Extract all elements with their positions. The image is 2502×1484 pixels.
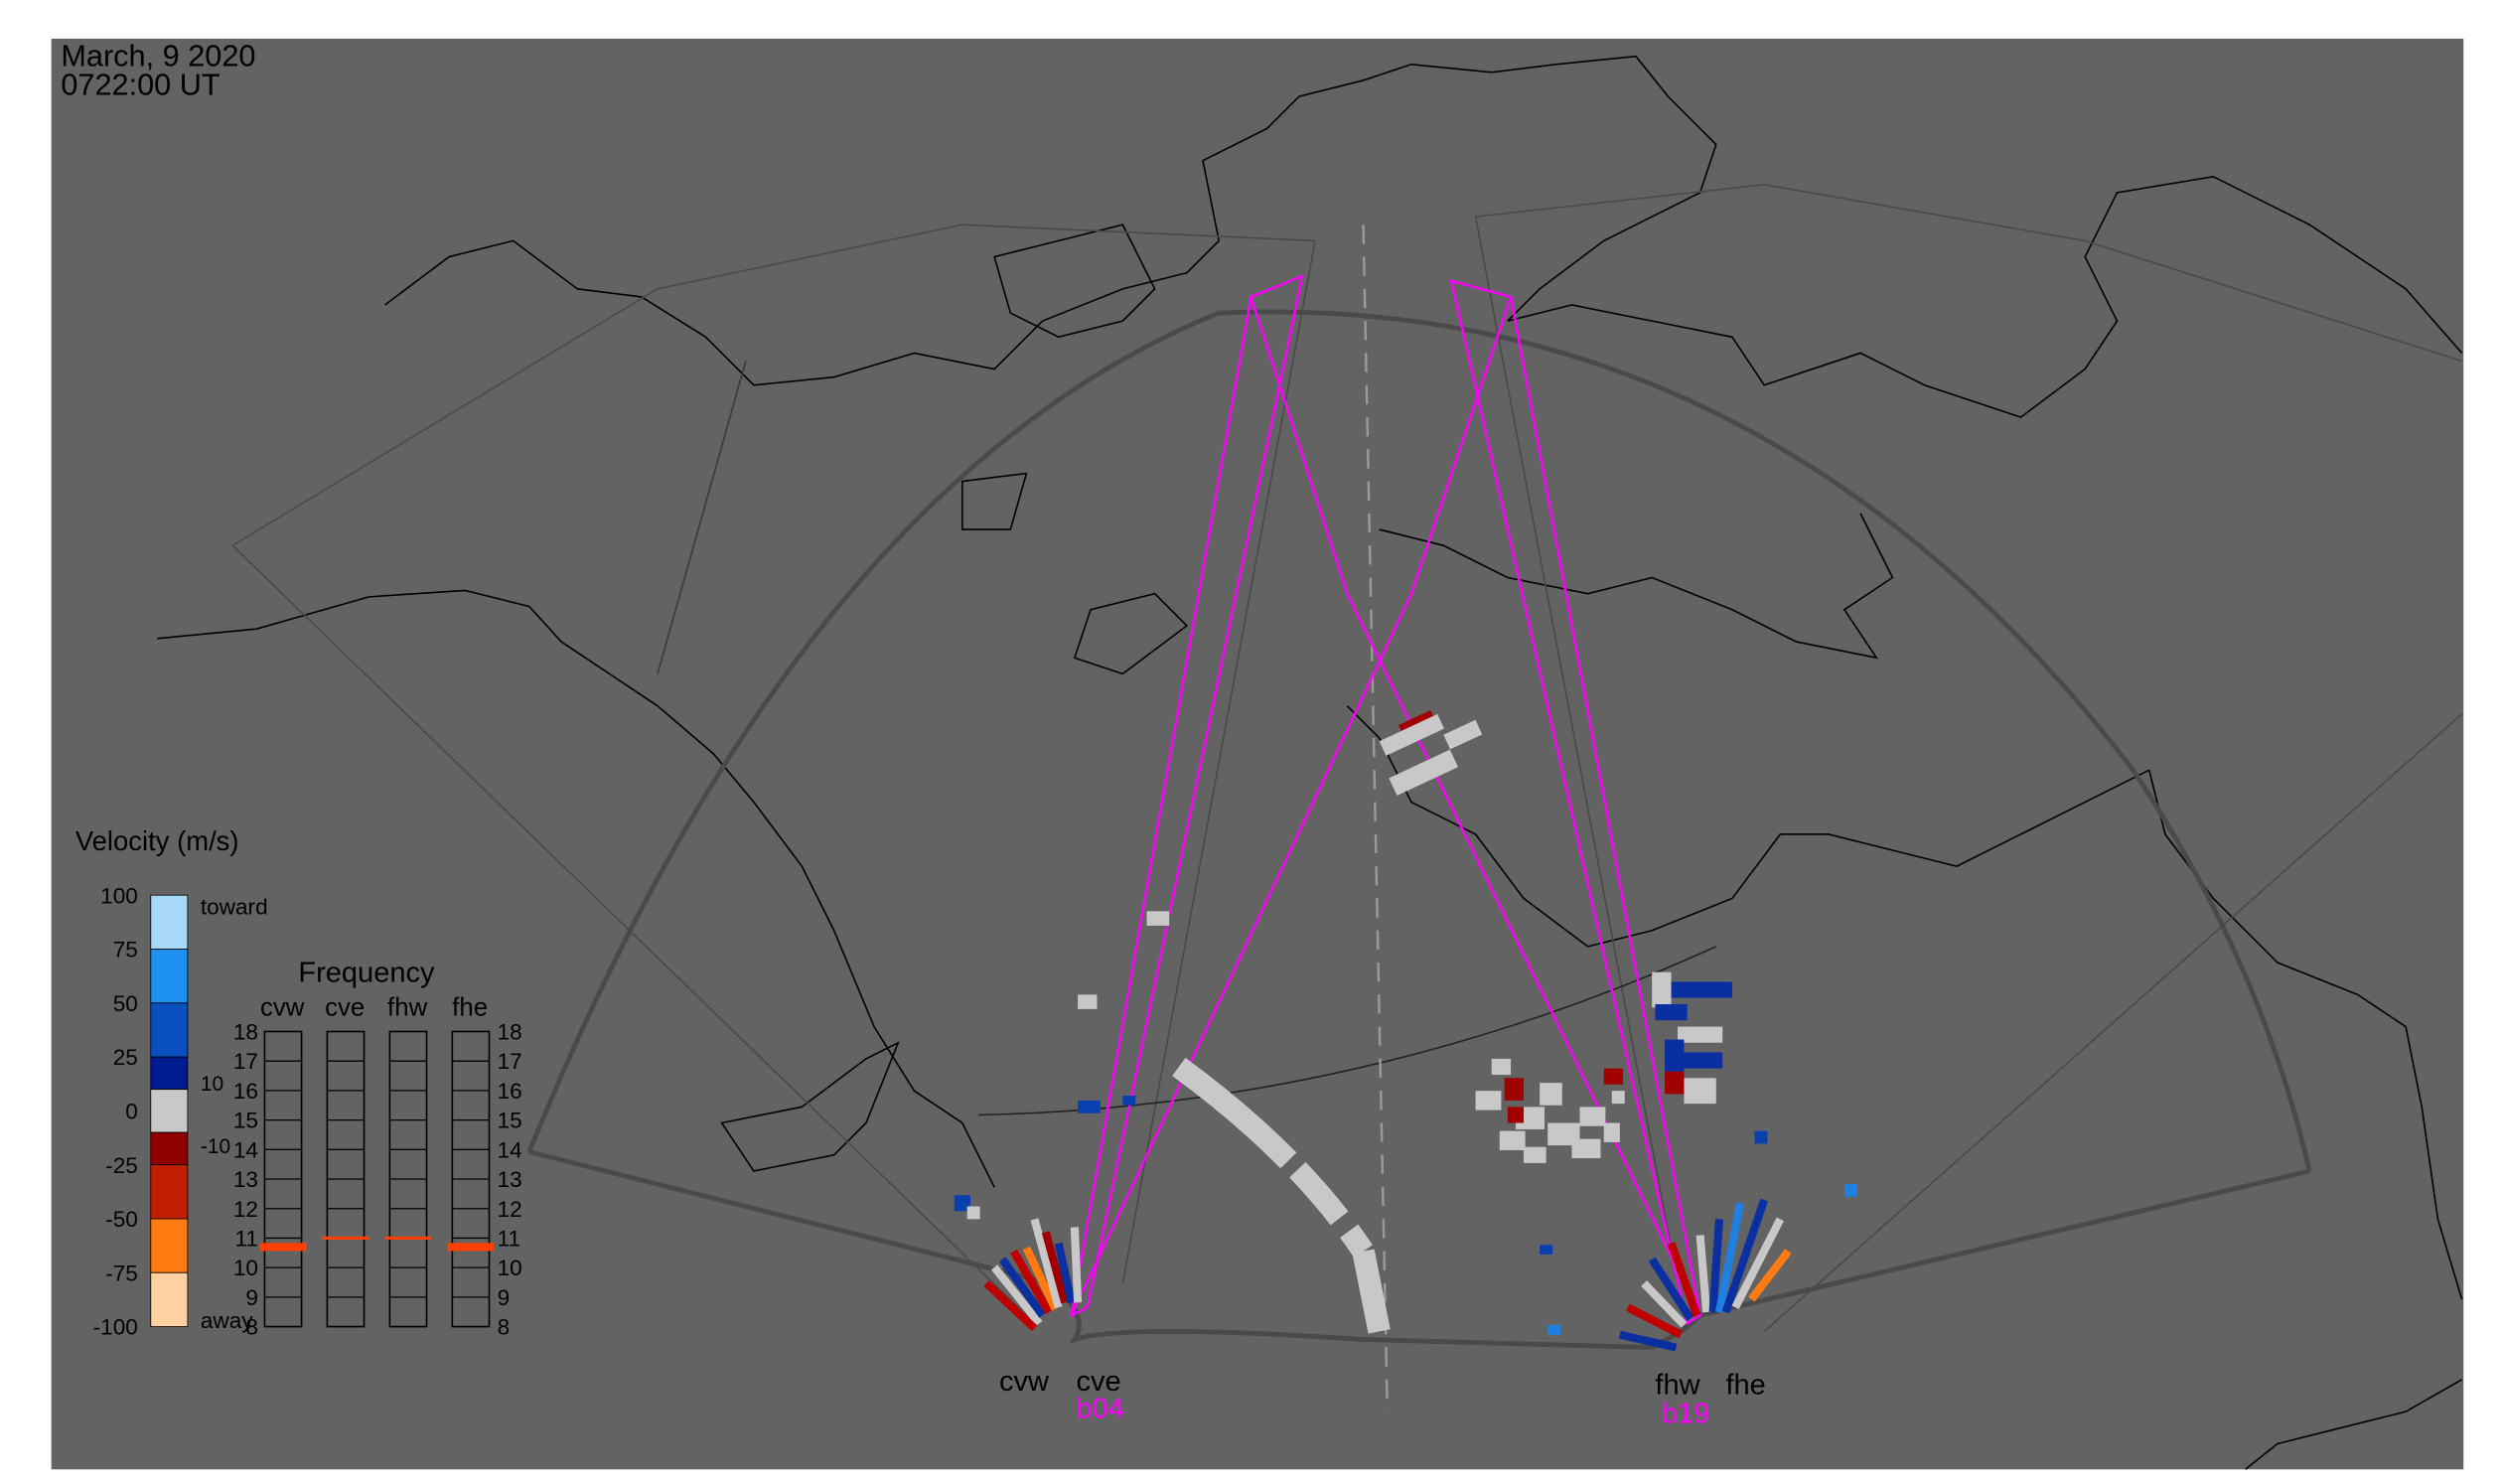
frequency-tick-right: 14 [498,1137,522,1162]
colorbar-segment [150,1089,189,1133]
velocity-colorbar [150,894,189,1327]
velocity-tick: -50 [105,1207,138,1232]
radar-label-fhe: fhe [1725,1369,1765,1401]
colorbar-segment [150,1131,189,1166]
velocity-tick: -25 [105,1153,138,1178]
west-radar-scatter [954,1195,1083,1332]
velocity-tick: -100 [93,1315,138,1340]
inner-tick-minus10: -10 [201,1135,230,1158]
frequency-tick-right: 8 [498,1315,511,1340]
velocity-tick: -75 [105,1261,138,1285]
frequency-tick-right: 10 [498,1256,522,1280]
radar-label-cve: cve [1076,1366,1120,1398]
colorbar-segment [150,1164,189,1220]
colorbar-segment [150,894,189,950]
frequency-tick-left: 16 [233,1079,258,1104]
frequency-tick-left: 9 [245,1285,258,1310]
frequency-column-fhe-label: fhe [452,993,488,1021]
frequency-marker-cvw [259,1243,307,1252]
frequency-column-cvw [263,1030,303,1328]
frequency-marker-cve [322,1236,369,1241]
date-label: March, 9 2020 [61,38,255,73]
frequency-tick-right: 18 [498,1020,522,1045]
meridian-dashed [1362,224,1389,1412]
frequency-tick-right: 12 [498,1197,522,1222]
scatter-cells [954,710,1857,1352]
outer-fov-arc [526,309,2312,1172]
radar-label-fhw: fhw [1655,1369,1700,1401]
frequency-tick-right: 15 [498,1109,522,1133]
ground-scatter-arc [1172,1057,1391,1334]
velocity-legend-title: Velocity (m/s) [75,825,239,856]
east-radar-scatter [1618,1198,1792,1352]
frequency-tick-right: 11 [498,1227,520,1252]
frequency-column-cve-label: cve [325,993,365,1021]
velocity-tick: 100 [100,883,138,908]
colorbar-segment [150,1002,189,1058]
frequency-tick-left: 14 [233,1137,258,1162]
away-label: away [201,1308,253,1333]
map-background [51,38,2464,1470]
frequency-tick-right: 17 [498,1049,522,1074]
frequency-tick-left: 15 [233,1109,258,1133]
frequency-tick-right: 9 [498,1285,511,1310]
radar-label-cvw: cvw [999,1366,1050,1398]
velocity-tick: 75 [113,938,138,963]
radar-labels: cvw cve b04 fhw fhe b19 [999,1366,1766,1429]
frequency-tick-left: 12 [233,1197,258,1222]
velocity-tick: 25 [113,1045,138,1070]
header: March, 9 2020 0722:00 UT [61,38,255,101]
beam-label-b04: b04 [1076,1394,1123,1425]
toward-label: toward [201,895,268,920]
velocity-legend: Velocity (m/s) 100 75 50 25 0 -25 -50 -75 -100 t… [75,825,268,1340]
frequency-column-cvw-label: cvw [260,993,305,1021]
velocity-tick: 0 [125,1099,138,1123]
frequency-tick-right: 13 [498,1167,522,1192]
frequency-tick-left: 18 [233,1020,258,1045]
colorbar-segment [150,1056,189,1091]
frequency-tick-left: 8 [245,1315,258,1340]
frequency-marker-fhe [447,1243,495,1252]
frequency-legend-title: Frequency [298,957,435,988]
colorbar-segment [150,1271,189,1327]
beam-label-b19: b19 [1662,1398,1709,1429]
inner-tick-10: 10 [201,1073,223,1096]
velocity-tick: 50 [113,991,138,1016]
coastlines [157,55,2463,1470]
frequency-tick-left: 11 [235,1227,258,1252]
colorbar-segment [150,949,189,1004]
frequency-column-fhw-label: fhw [387,993,428,1021]
time-label: 0722:00 UT [61,67,221,101]
frequency-tick-left: 13 [233,1167,258,1192]
colorbar-segment [150,1218,189,1273]
frequency-tick-left: 17 [233,1049,258,1074]
frequency-tick-left: 10 [233,1256,258,1280]
frequency-marker-fhw [384,1236,432,1241]
frequency-tick-right: 16 [498,1079,522,1104]
